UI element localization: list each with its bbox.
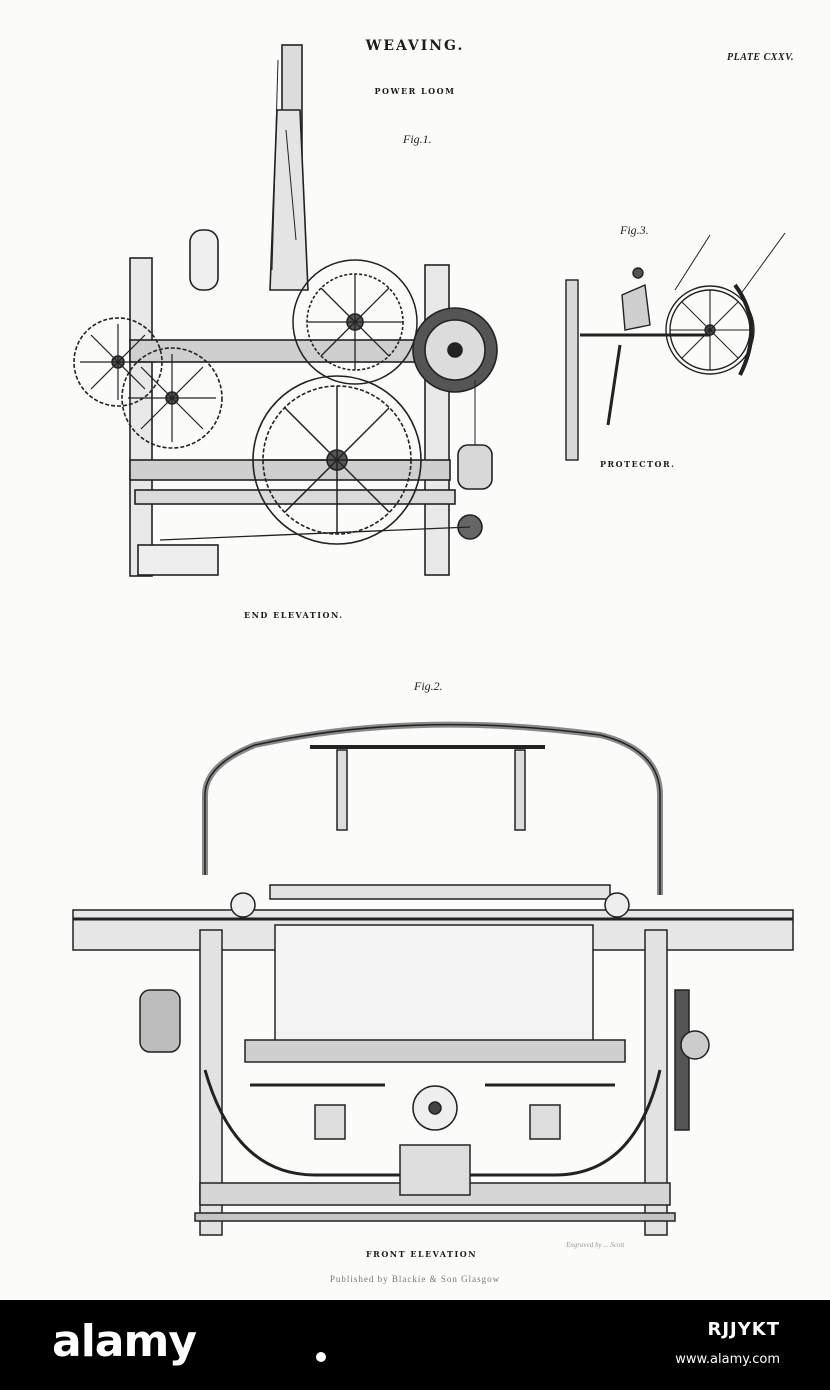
plate-subtitle: POWER LOOM xyxy=(374,86,456,96)
engraver-credit: Engraved by ... Scott xyxy=(566,1241,625,1249)
watermark-image-id: RJJYKT xyxy=(707,1319,780,1340)
fig2-caption: FRONT ELEVATION xyxy=(366,1249,477,1259)
fig2-label: Fig.2. xyxy=(414,679,443,693)
fig1-caption: END ELEVATION. xyxy=(244,610,344,620)
engraving-plate xyxy=(0,0,830,1300)
publisher-line: Published by Blackie & Son Glasgow xyxy=(329,1274,501,1284)
watermark-url[interactable]: www.alamy.com xyxy=(675,1352,780,1367)
watermark-banner xyxy=(0,1300,830,1390)
fig3-caption: PROTECTOR. xyxy=(600,459,676,469)
end-elevation-drawing xyxy=(73,44,498,577)
plate-number: PLATE CXXV. xyxy=(726,52,794,63)
plate-title: WEAVING. xyxy=(365,38,465,54)
fig3-label: Fig.3. xyxy=(620,223,649,237)
front-elevation-drawing xyxy=(72,721,794,1236)
watermark-brand: alamy xyxy=(52,1316,197,1367)
protector-drawing xyxy=(565,232,786,461)
watermark-brand-dot xyxy=(316,1352,326,1362)
fig1-label: Fig.1. xyxy=(403,132,432,146)
